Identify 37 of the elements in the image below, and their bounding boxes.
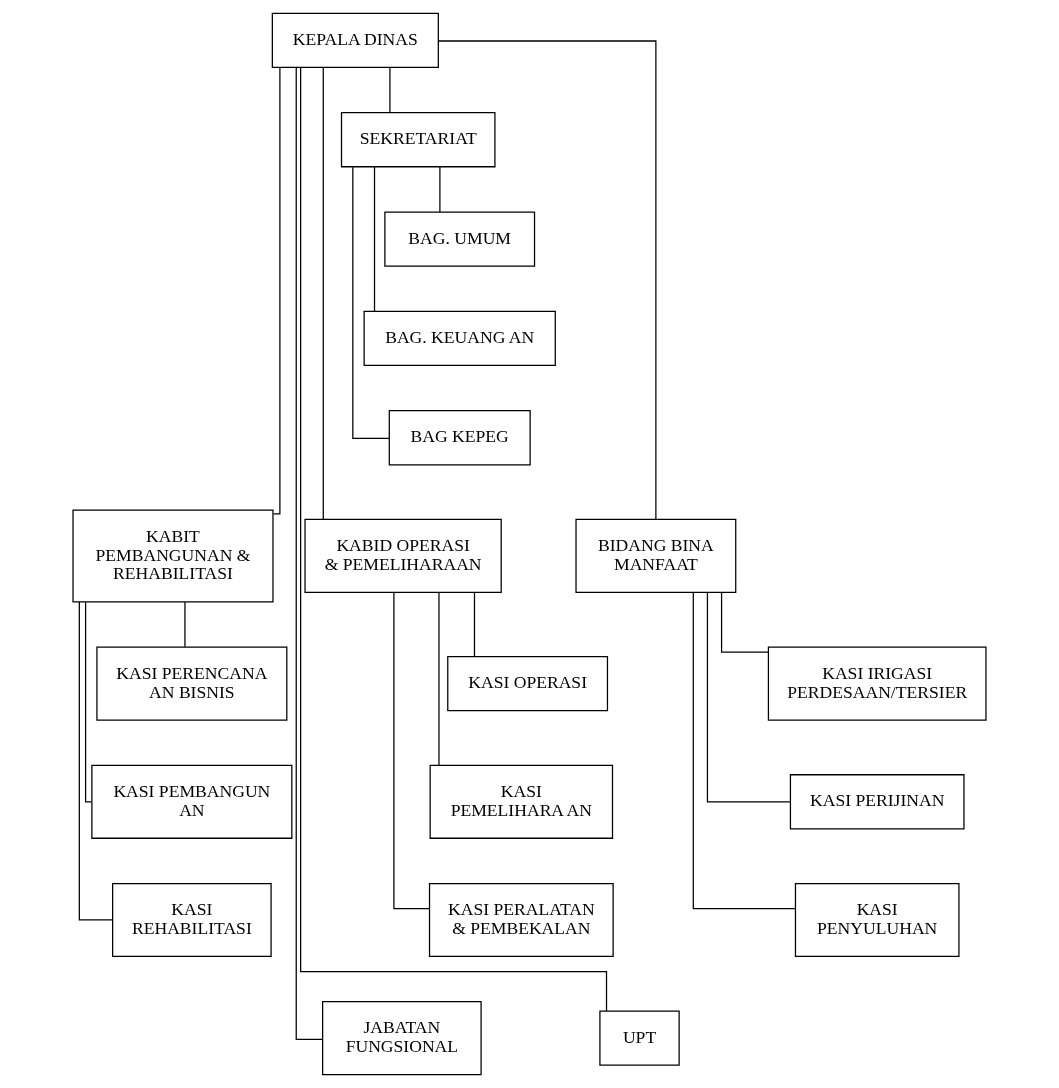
node-box: KASI PERENCANA AN BISNIS	[96, 646, 288, 721]
node-box: KASI IRIGASI PERDESAAN/TERSIER	[767, 646, 987, 721]
node-box: KASI PEMBANGUN AN	[91, 764, 293, 839]
connector	[393, 592, 430, 910]
connector	[389, 66, 391, 114]
connector	[373, 166, 376, 312]
connector	[300, 67, 608, 1012]
connector	[272, 66, 281, 515]
node-box: KASI PENYULUHAN	[794, 882, 960, 958]
connector	[295, 67, 323, 1041]
connector	[692, 592, 796, 910]
connector	[322, 67, 324, 520]
connector	[184, 601, 186, 648]
node-box: KASI OPERASI	[447, 655, 609, 712]
node-box: BAG KEPEG	[388, 410, 531, 466]
connector	[84, 601, 92, 803]
node-box: JABATAN FUNGSIONAL	[322, 1001, 482, 1076]
node-box: KASI PEMELIHARA AN	[429, 764, 614, 839]
node-box: SEKRETARIAT	[340, 112, 496, 168]
connector	[706, 592, 791, 803]
connector	[352, 166, 390, 439]
node-box: BAG. KEUANG AN	[363, 310, 556, 367]
node-box: KEPALA DINAS	[271, 12, 439, 69]
node-box: KASI PERALATAN & PEMBEKALAN	[428, 882, 614, 958]
connector	[720, 592, 769, 653]
connector	[473, 591, 476, 657]
node-box: KABID OPERASI & PEMELIHARAAN	[304, 518, 502, 594]
node-box: BIDANG BINA MANFAAT	[575, 518, 737, 594]
connector	[78, 601, 114, 921]
node-box: KABIT PEMBANGUNAN & REHABILITASI	[72, 509, 274, 603]
connector	[438, 40, 657, 520]
connector	[438, 592, 440, 766]
node-box: BAG. UMUM	[384, 211, 536, 267]
connector	[439, 166, 441, 213]
node-box: KASI REHABILITASI	[112, 882, 272, 958]
node-box: UPT	[599, 1010, 680, 1066]
node-box: KASI PERIJINAN	[789, 774, 965, 830]
